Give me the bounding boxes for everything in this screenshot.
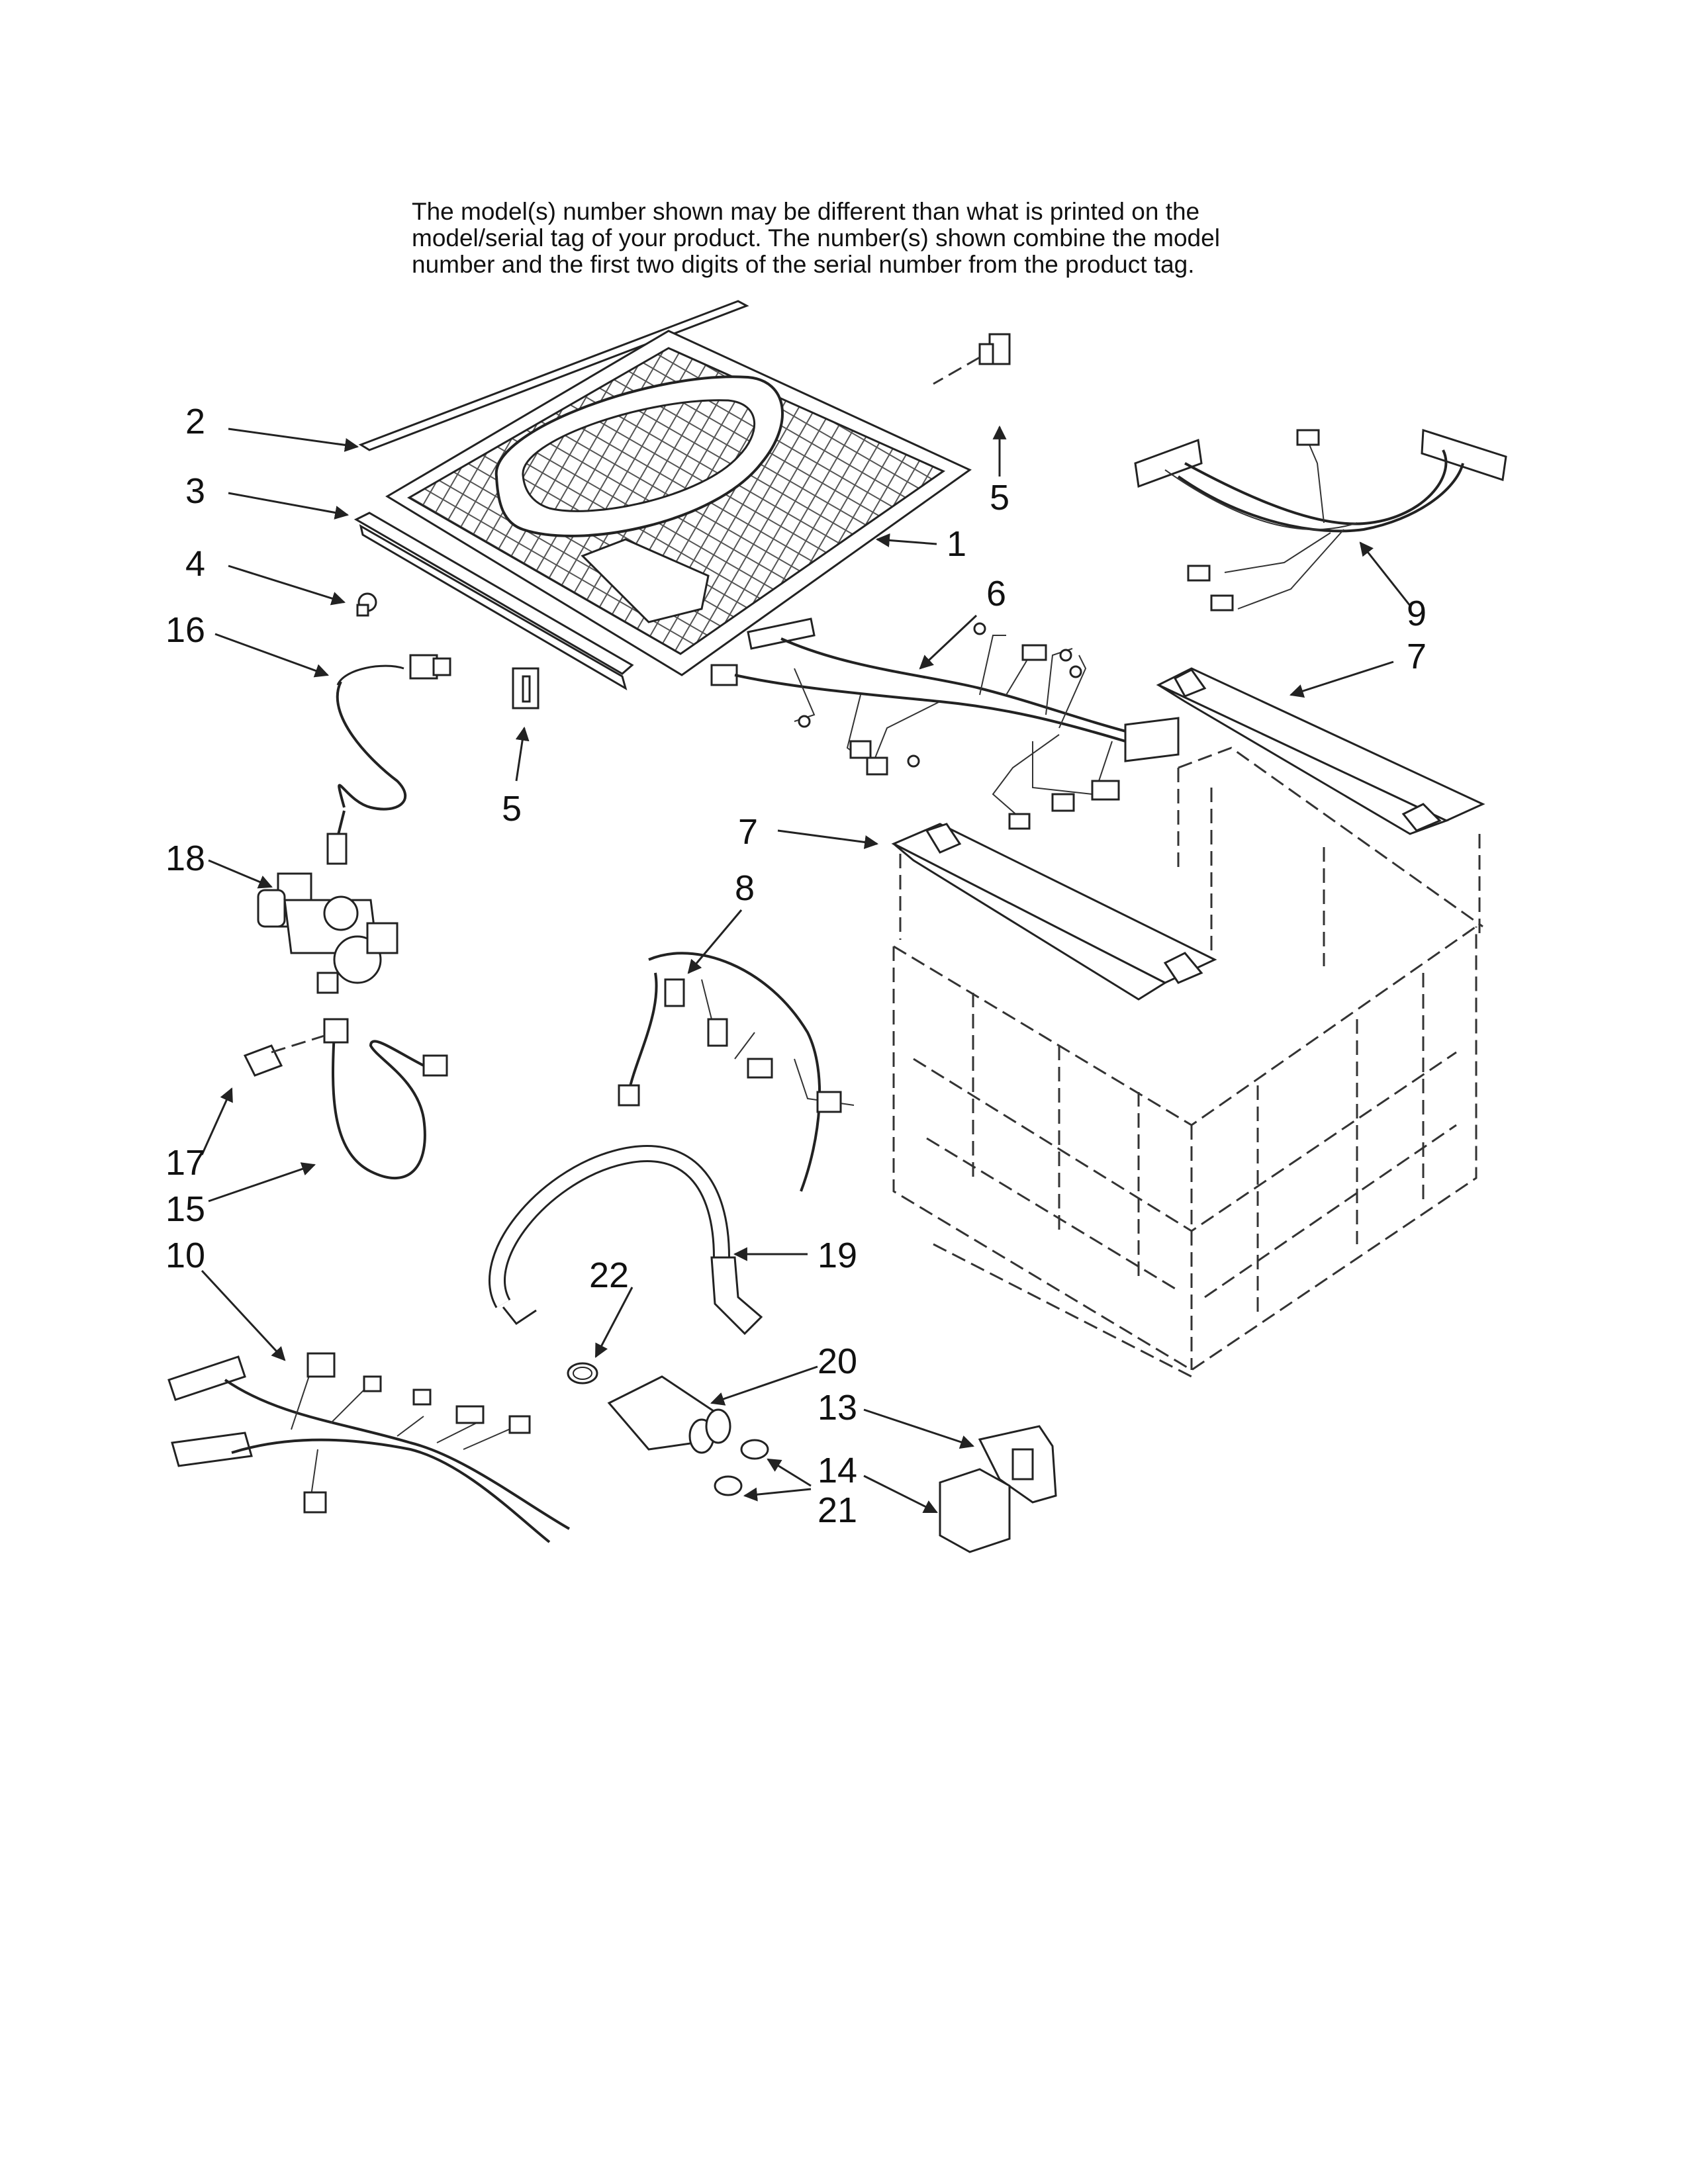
callout-19: 19 <box>818 1236 857 1275</box>
callout-2: 2 <box>185 402 205 441</box>
leader-lines <box>201 425 1411 1514</box>
callout-22: 22 <box>589 1255 629 1295</box>
part-17-hose-clip <box>243 1034 325 1077</box>
part-5-clip-lower <box>512 667 539 709</box>
callout-8: 8 <box>735 868 755 908</box>
callout-10: 10 <box>165 1236 205 1275</box>
part-5-clip-upper <box>933 333 1011 385</box>
part-14-switch-cover <box>939 1468 1011 1553</box>
part-20-hose-connector <box>607 1375 731 1454</box>
callout-5-upper: 5 <box>990 478 1009 518</box>
callout-numbers: 1 2 3 4 5 5 6 7 7 8 9 10 13 14 15 16 17 … <box>165 402 1427 1530</box>
part-3-front-bracket <box>353 512 634 691</box>
part-9-wire-harness <box>1134 428 1507 612</box>
callout-16: 16 <box>165 610 205 650</box>
part-21-clamps <box>714 1439 769 1496</box>
part-7-bracket-lower <box>891 823 1217 1001</box>
part-15-outlet-hose <box>323 1018 448 1180</box>
callout-18: 18 <box>165 839 205 878</box>
callout-15: 15 <box>165 1189 205 1229</box>
part-16-inlet-hose <box>326 654 451 865</box>
callout-13: 13 <box>818 1388 857 1428</box>
callout-1: 1 <box>947 524 966 564</box>
callout-21: 21 <box>818 1490 857 1530</box>
part-4-screw <box>356 592 377 617</box>
callout-4: 4 <box>185 544 205 584</box>
callout-9: 9 <box>1407 594 1427 633</box>
note-line-2: model/serial tag of your product. The nu… <box>412 224 1220 251</box>
note-line-1: The model(s) number shown may be differe… <box>412 198 1200 225</box>
part-19-drain-hose <box>489 1145 763 1336</box>
part-7-bracket-upper <box>1156 667 1485 835</box>
callout-3: 3 <box>185 471 205 511</box>
tub-frame-outline <box>892 747 1483 1378</box>
callout-20: 20 <box>818 1342 857 1381</box>
part-22-clamp <box>567 1362 598 1385</box>
model-number-note: The model(s) number shown may be differe… <box>412 199 1352 278</box>
part-2-trim-strip <box>358 300 749 451</box>
part-1-top-panel <box>385 330 972 676</box>
part-18-water-valve <box>257 872 399 994</box>
part-8-sensor-harness <box>618 952 855 1192</box>
callout-7-lower: 7 <box>738 812 758 852</box>
part-6-main-wire-harness <box>710 617 1180 830</box>
callout-6: 6 <box>986 574 1006 614</box>
callout-17: 17 <box>165 1143 205 1183</box>
part-10-wire-harness <box>167 1352 570 1543</box>
callout-14: 14 <box>818 1451 857 1490</box>
callout-5-lower: 5 <box>502 789 522 829</box>
callout-7-upper: 7 <box>1407 637 1427 676</box>
note-line-3: number and the first two digits of the s… <box>412 251 1195 278</box>
